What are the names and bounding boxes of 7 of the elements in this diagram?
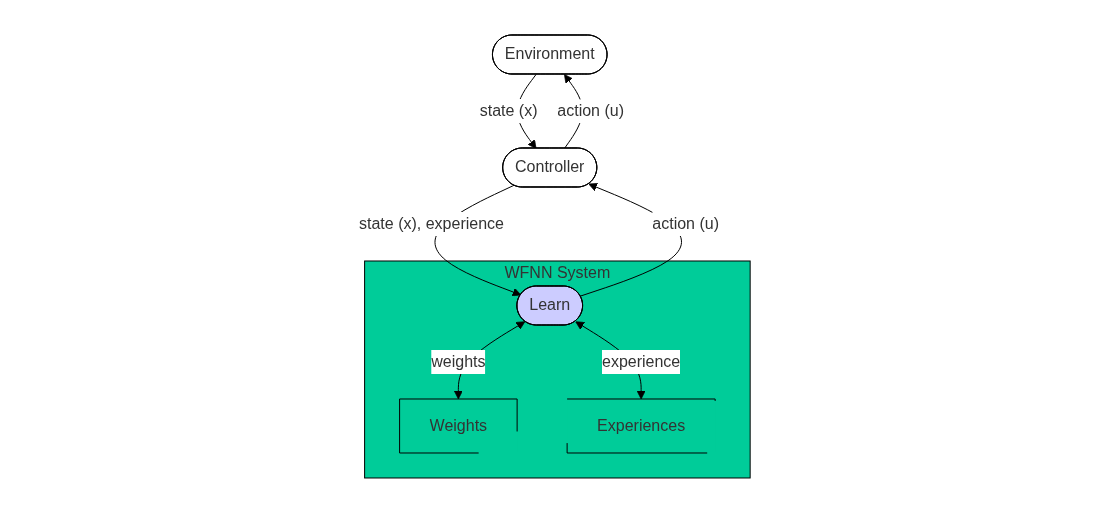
edge-label: state (x), experience bbox=[359, 214, 505, 232]
edge-label: action (u) bbox=[557, 101, 625, 119]
node-box: Weights bbox=[399, 398, 519, 453]
edge-label: action (u) bbox=[652, 214, 720, 232]
edge-label: experience bbox=[602, 352, 681, 370]
edge-label: weights bbox=[431, 352, 486, 370]
edge-label: state (x) bbox=[480, 101, 538, 119]
